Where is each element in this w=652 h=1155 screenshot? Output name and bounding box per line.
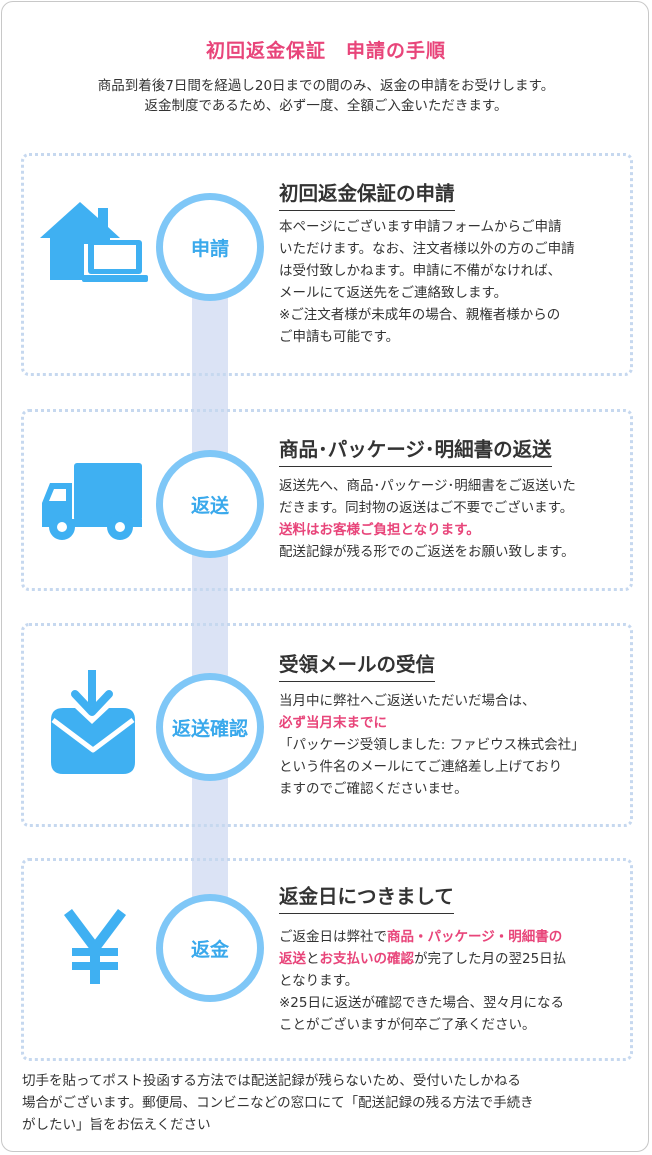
step-circle-label: 申請 [190,237,229,260]
body-line: ご返金日は弊社で商品・パッケージ・明細書の [279,926,629,948]
step-circle-label: 返金 [190,938,229,961]
body-line: となります。 [279,973,359,989]
step-title-application: 初回返金保証の申請 [279,177,455,211]
body-line: 返送とお支払いの確認が完了した月の翌25日払 [279,948,629,970]
mail-inbox-icon [49,670,137,780]
body-text: ご返金日は弊社で [279,929,387,945]
step-circle-application: 申請 [156,193,264,301]
highlight-text: お支払いの確認 [319,951,415,967]
body-line: 当月中に弊社へご返送いただいだ場合は、 [279,693,536,709]
timeline-connector [192,290,228,910]
step-circle-label: 返送確認 [171,717,248,740]
body-line: 返送先へ、商品･パッケージ･明細書をご返送いた [279,478,576,494]
body-line: だきます。同封物の返送はご不要でございます。 [279,500,574,516]
body-line: は受付致しかねます。申請に不備がなければ、 [279,263,562,279]
step-circle-refund: 返金 [156,894,264,1002]
body-line: メールにて返送先をご連絡致します。 [279,285,508,301]
intro-text: 商品到着後7日間を経過し20日までの間のみ、返金の申請をお受けします。 返金制度… [0,76,652,116]
body-line: ※25日に返送が確認できた場合、翌々月になる [279,995,564,1011]
body-text: と [306,951,320,967]
step-card-confirmation [21,623,633,827]
truck-icon [40,461,144,549]
footer-line: 切手を貼ってポスト投函する方法では配送記録が残らないため、受付いたしかねる [22,1073,521,1089]
step-circle-label: 返送 [190,494,229,517]
footer-line: 場合がございます。郵便局、コンビニなどの窓口にて「配送記録の残る方法で手続き [22,1095,534,1111]
step-card-return [21,409,633,591]
deadline-notice: 必ず当月末までに [279,715,387,731]
footer-line: がしたい」旨をお伝えください [22,1117,211,1133]
highlight-text: 商品・パッケージ・明細書の [387,929,563,945]
body-line: 本ページにございます申請フォームからご申請 [279,219,562,235]
step-body-confirmation: 当月中に弊社へご返送いただいだ場合は、 必ず当月末までに 「パッケージ受領しまし… [279,690,629,800]
page-title: 初回返金保証 申請の手順 [205,40,446,62]
step-circle-confirmation: 返送確認 [156,673,264,781]
footer-note: 切手を貼ってポスト投函する方法では配送記録が残らないため、受付いたしかねる 場合… [22,1070,632,1136]
body-line: 「パッケージ受領しました: ファビウス株式会社」 [279,737,585,753]
body-line: ※ご注文者様が未成年の場合、親権者様からの [279,307,561,323]
body-text: が完了した月の翌25日払 [414,951,567,967]
body-line: 配送記録が残る形でのご返送をお願い致します。 [279,544,575,560]
body-line: ご申請も可能です。 [279,329,400,345]
body-line: という件名のメールにてご連絡差し上げており [279,759,563,775]
step-card-application [21,153,633,376]
step-title-confirmation: 受領メールの受信 [279,648,436,682]
body-line: ますのでご確認くださいませ。 [279,781,468,797]
house-laptop-icon [38,200,148,290]
step-title-refund: 返金日につきまして [279,880,454,914]
shipping-cost-notice: 送料はお客様ご負担となります。 [279,522,480,538]
yen-icon [64,908,126,988]
step-body-refund: ご返金日は弊社で商品・パッケージ・明細書の 返送とお支払いの確認が完了した月の翌… [279,926,629,1036]
step-card-refund [21,858,633,1061]
body-line: いただけます。なお、注文者様以外の方のご申請 [279,241,575,257]
step-circle-return: 返送 [156,450,264,558]
intro-line: 商品到着後7日間を経過し20日までの間のみ、返金の申請をお受けします。 [97,78,555,94]
intro-line: 返金制度であるため、必ず一度、全額ご入金いただきます。 [144,98,508,114]
step-title-return: 商品･パッケージ･明細書の返送 [279,433,552,467]
highlight-text: 返送 [279,951,306,967]
step-body-return: 返送先へ、商品･パッケージ･明細書をご返送いた だきます。同封物の返送はご不要で… [279,475,629,563]
body-line: ことがございますが何卒ご了承ください。 [279,1017,536,1033]
step-body-application: 本ページにございます申請フォームからご申請 いただけます。なお、注文者様以外の方… [279,216,629,348]
